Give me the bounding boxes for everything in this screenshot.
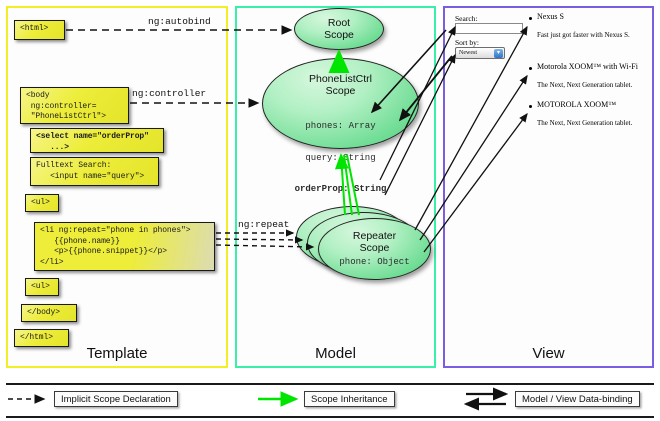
repeater-scope-title-line2: Scope <box>359 242 390 254</box>
repeater-scope-property-phone: phone: Object <box>339 257 410 267</box>
phone-name: Nexus S <box>537 12 564 21</box>
chevron-down-icon: ▾ <box>494 49 503 58</box>
code-box-body-close: </body> <box>21 304 77 322</box>
legend-item-implicit-scope-declaration: Implicit Scope Declaration <box>54 391 178 407</box>
code-box-ul-close: <ul> <box>25 278 59 296</box>
ng-controller-label: ng:controller <box>132 88 207 99</box>
legend-divider-top <box>6 383 654 385</box>
code-box-li-repeat: <li ng:repeat="phone in phones"> {{phone… <box>34 222 215 271</box>
code-box-select-orderprop: <select name="orderProp" ...> <box>30 128 164 153</box>
code-box-html-close: </html> <box>14 329 69 347</box>
code-box-body-controller: <body ng:controller= "PhoneListCtrl"> <box>20 87 129 124</box>
root-scope-title-line2: Scope <box>324 29 354 41</box>
repeater-scope-title-line1: Repeater <box>352 230 397 242</box>
ng-repeat-label: ng:repeat <box>238 219 290 230</box>
code-box-fulltext-search: Fulltext Search: <input name="query"> <box>30 157 159 186</box>
ng-autobind-label: ng:autobind <box>148 16 211 27</box>
sort-by-selected-value: Newest <box>459 50 477 56</box>
legend-item-scope-inheritance: Scope Inheritance <box>304 391 395 407</box>
root-scope-title-line1: Root <box>327 17 351 29</box>
scope-property-phones: phones: Array <box>305 121 376 131</box>
phone-snippet: The Next, Next Generation tablet. <box>537 81 633 89</box>
column-view: View <box>443 6 654 368</box>
scope-property-orderprop: orderProp: String <box>294 184 387 194</box>
legend-wires <box>8 387 509 411</box>
phone-name: Motorola XOOM™ with Wi-Fi <box>537 62 638 71</box>
repeater-scope-ellipse-front: Repeater Scope phone: Object <box>318 218 431 280</box>
legend-item-model-view-data-binding: Model / View Data-binding <box>515 391 640 407</box>
list-bullet-icon <box>529 105 532 108</box>
code-box-html-open: <html> <box>14 20 65 40</box>
list-bullet-icon <box>529 17 532 20</box>
phone-name: MOTOROLA XOOM™ <box>537 100 617 109</box>
root-scope-ellipse: Root Scope <box>294 8 384 50</box>
sort-by-select[interactable]: Newest ▾ <box>455 47 505 59</box>
phonelistctrl-scope-ellipse: PhoneListCtrl Scope phones: Array query:… <box>262 58 419 194</box>
phone-snippet: Fast just got faster with Nexus S. <box>537 31 630 39</box>
legend-divider-bottom <box>6 416 654 418</box>
scope-property-query: query: String <box>305 152 376 163</box>
phonelist-scope-title-line1: PhoneListCtrl <box>308 73 373 85</box>
search-label: Search: <box>455 14 478 23</box>
column-label-view: View <box>532 345 565 362</box>
phonelist-scope-title-line2: Scope <box>325 85 356 97</box>
column-label-model: Model <box>315 345 356 362</box>
search-input[interactable] <box>455 23 523 34</box>
list-bullet-icon <box>529 67 532 70</box>
sort-by-label: Sort by: <box>455 38 479 47</box>
phone-snippet: The Next, Next Generation tablet. <box>537 119 633 127</box>
phonelist-scope-properties: phones: Array query: String orderProp: S… <box>263 100 418 216</box>
code-box-ul-open: <ul> <box>25 194 59 212</box>
column-label-template: Template <box>86 345 148 362</box>
